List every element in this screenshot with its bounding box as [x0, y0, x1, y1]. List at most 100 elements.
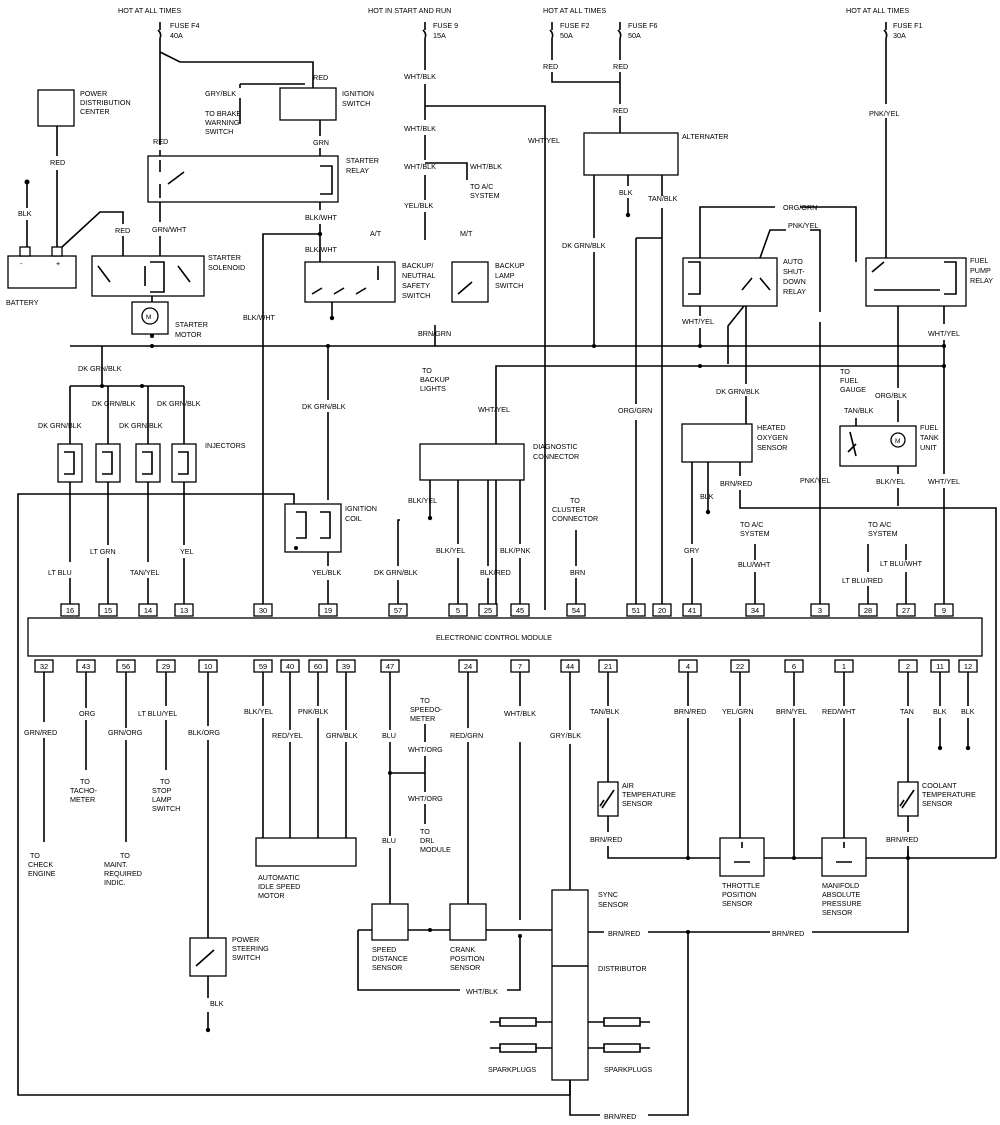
ecm-pin-60: 60 — [314, 662, 322, 671]
svg-text:BLK/YEL: BLK/YEL — [876, 477, 905, 486]
svg-text:SYSTEM: SYSTEM — [868, 529, 898, 538]
svg-text:TO A/C: TO A/C — [740, 520, 763, 529]
svg-text:RELAY: RELAY — [783, 287, 806, 296]
svg-text:SPEED: SPEED — [372, 945, 396, 954]
ecm-pin-30-box — [253, 603, 273, 617]
svg-text:WHT/YEL: WHT/YEL — [928, 477, 960, 486]
ecm-pin-28: 28 — [864, 606, 872, 615]
svg-text:AUTOMATIC: AUTOMATIC — [258, 873, 300, 882]
hot-at-all-times-label-2: HOT AT ALL TIMES — [543, 6, 606, 15]
fuse-f4-amps: 40A — [170, 31, 183, 40]
svg-text:TAN: TAN — [900, 707, 914, 716]
injectors — [57, 412, 197, 610]
power-distribution-label: POWER — [80, 89, 107, 98]
ecm-pin-51-box — [626, 603, 646, 617]
svg-text:SWITCH: SWITCH — [152, 804, 180, 813]
svg-text:TAN/BLK: TAN/BLK — [648, 194, 678, 203]
svg-text:METER: METER — [410, 714, 435, 723]
svg-text:PRESSURE: PRESSURE — [822, 899, 862, 908]
svg-text:MANIFOLD: MANIFOLD — [822, 881, 859, 890]
ecm-pin-3-box — [810, 603, 830, 617]
ecm-pin-27-box — [896, 603, 916, 617]
auto-shutdown-relay — [682, 257, 778, 307]
svg-text:DK GRN/BLK: DK GRN/BLK — [78, 364, 122, 373]
svg-text:WHT/BLK: WHT/BLK — [466, 987, 498, 996]
fuse-f1-label: FUSE F1 — [893, 21, 923, 30]
svg-text:M/T: M/T — [460, 229, 473, 238]
ecm-pin-32: 32 — [40, 662, 48, 671]
svg-text:SWITCH: SWITCH — [342, 99, 370, 108]
svg-text:SENSOR: SENSOR — [757, 443, 787, 452]
ecm-pin-13-box — [174, 603, 194, 617]
svg-text:DISTRIBUTION: DISTRIBUTION — [80, 98, 131, 107]
svg-text:TAN/BLK: TAN/BLK — [590, 707, 620, 716]
ecm-pin-29: 29 — [162, 662, 170, 671]
heated-oxygen-sensor — [681, 423, 753, 463]
diagnostic-connector — [419, 443, 525, 481]
svg-text:ALTERNATER: ALTERNATER — [682, 132, 728, 141]
feed-fuse9: HOT IN START AND RUN FUSE 9 15A — [368, 6, 546, 610]
fuel-tank-unit — [839, 425, 917, 467]
svg-text:STOP: STOP — [152, 786, 172, 795]
ecm-pin-28-box — [858, 603, 878, 617]
svg-text:DISTANCE: DISTANCE — [372, 954, 408, 963]
svg-text:IGNITION: IGNITION — [345, 504, 377, 513]
battery-label: BATTERY — [6, 298, 39, 307]
svg-text:SYSTEM: SYSTEM — [470, 191, 500, 200]
svg-text:FUEL: FUEL — [970, 256, 988, 265]
svg-text:LT GRN: LT GRN — [90, 547, 116, 556]
fuel-pump-relay — [865, 257, 967, 307]
svg-text:SENSOR: SENSOR — [822, 908, 852, 917]
ecm-pin-45-box — [510, 603, 530, 617]
svg-text:BRN/RED: BRN/RED — [604, 1112, 636, 1121]
ecm-pin-13: 13 — [180, 606, 188, 615]
ecm-pin-21: 21 — [604, 662, 612, 671]
fuse-f2-label: FUSE F2 — [560, 21, 590, 30]
svg-text:TEMPERATURE: TEMPERATURE — [922, 790, 976, 799]
svg-text:DK GRN/BLK: DK GRN/BLK — [562, 241, 606, 250]
battery-neg: - — [20, 259, 23, 268]
svg-text:SENSOR: SENSOR — [922, 799, 952, 808]
ecm-pin-59: 59 — [259, 662, 267, 671]
svg-text:BRN: BRN — [570, 568, 585, 577]
svg-text:CLUSTER: CLUSTER — [552, 505, 586, 514]
svg-text:TANK: TANK — [920, 433, 939, 442]
ecm-pin-44: 44 — [566, 662, 574, 671]
svg-text:BRN/RED: BRN/RED — [590, 835, 622, 844]
ecm-pin-34: 34 — [751, 606, 759, 615]
ecm-pin-19: 19 — [324, 606, 332, 615]
svg-text:BLK: BLK — [18, 209, 32, 218]
svg-text:BLK: BLK — [700, 492, 714, 501]
svg-text:STEERING: STEERING — [232, 944, 269, 953]
starter-relay — [147, 155, 339, 203]
svg-text:TO A/C: TO A/C — [470, 182, 493, 191]
svg-text:SHUT-: SHUT- — [783, 267, 805, 276]
svg-text:BLK: BLK — [961, 707, 975, 716]
fuse-9-amps: 15A — [433, 31, 446, 40]
svg-text:LT BLU/WHT: LT BLU/WHT — [880, 559, 923, 568]
svg-text:WHT/YEL: WHT/YEL — [928, 329, 960, 338]
svg-text:GRN/BLK: GRN/BLK — [326, 731, 358, 740]
svg-text:SENSOR: SENSOR — [722, 899, 752, 908]
ecm-pin-11: 11 — [936, 662, 944, 671]
svg-text:SWITCH: SWITCH — [232, 953, 260, 962]
svg-text:TACHO-: TACHO- — [70, 786, 98, 795]
svg-text:GRY/BLK: GRY/BLK — [205, 89, 236, 98]
svg-text:RED: RED — [543, 62, 558, 71]
ecm-pin-9-box — [934, 603, 954, 617]
svg-text:REQUIRED: REQUIRED — [104, 869, 142, 878]
svg-text:SYSTEM: SYSTEM — [740, 529, 770, 538]
svg-text:CENTER: CENTER — [80, 107, 110, 116]
svg-text:BLU/WHT: BLU/WHT — [738, 560, 771, 569]
svg-text:TO: TO — [840, 367, 850, 376]
ecm-pin-6: 6 — [792, 662, 796, 671]
svg-text:DISTRIBUTOR: DISTRIBUTOR — [598, 964, 647, 973]
svg-text:ENGINE: ENGINE — [28, 869, 56, 878]
ecm-pin-15-box — [98, 603, 118, 617]
svg-text:BLK/YEL: BLK/YEL — [244, 707, 273, 716]
ecm-pin-47: 47 — [386, 662, 394, 671]
svg-text:BRN/RED: BRN/RED — [772, 929, 804, 938]
svg-text:GRN/RED: GRN/RED — [24, 728, 57, 737]
ecm-pin-30: 30 — [259, 606, 267, 615]
ecm-pin-16-box — [60, 603, 80, 617]
